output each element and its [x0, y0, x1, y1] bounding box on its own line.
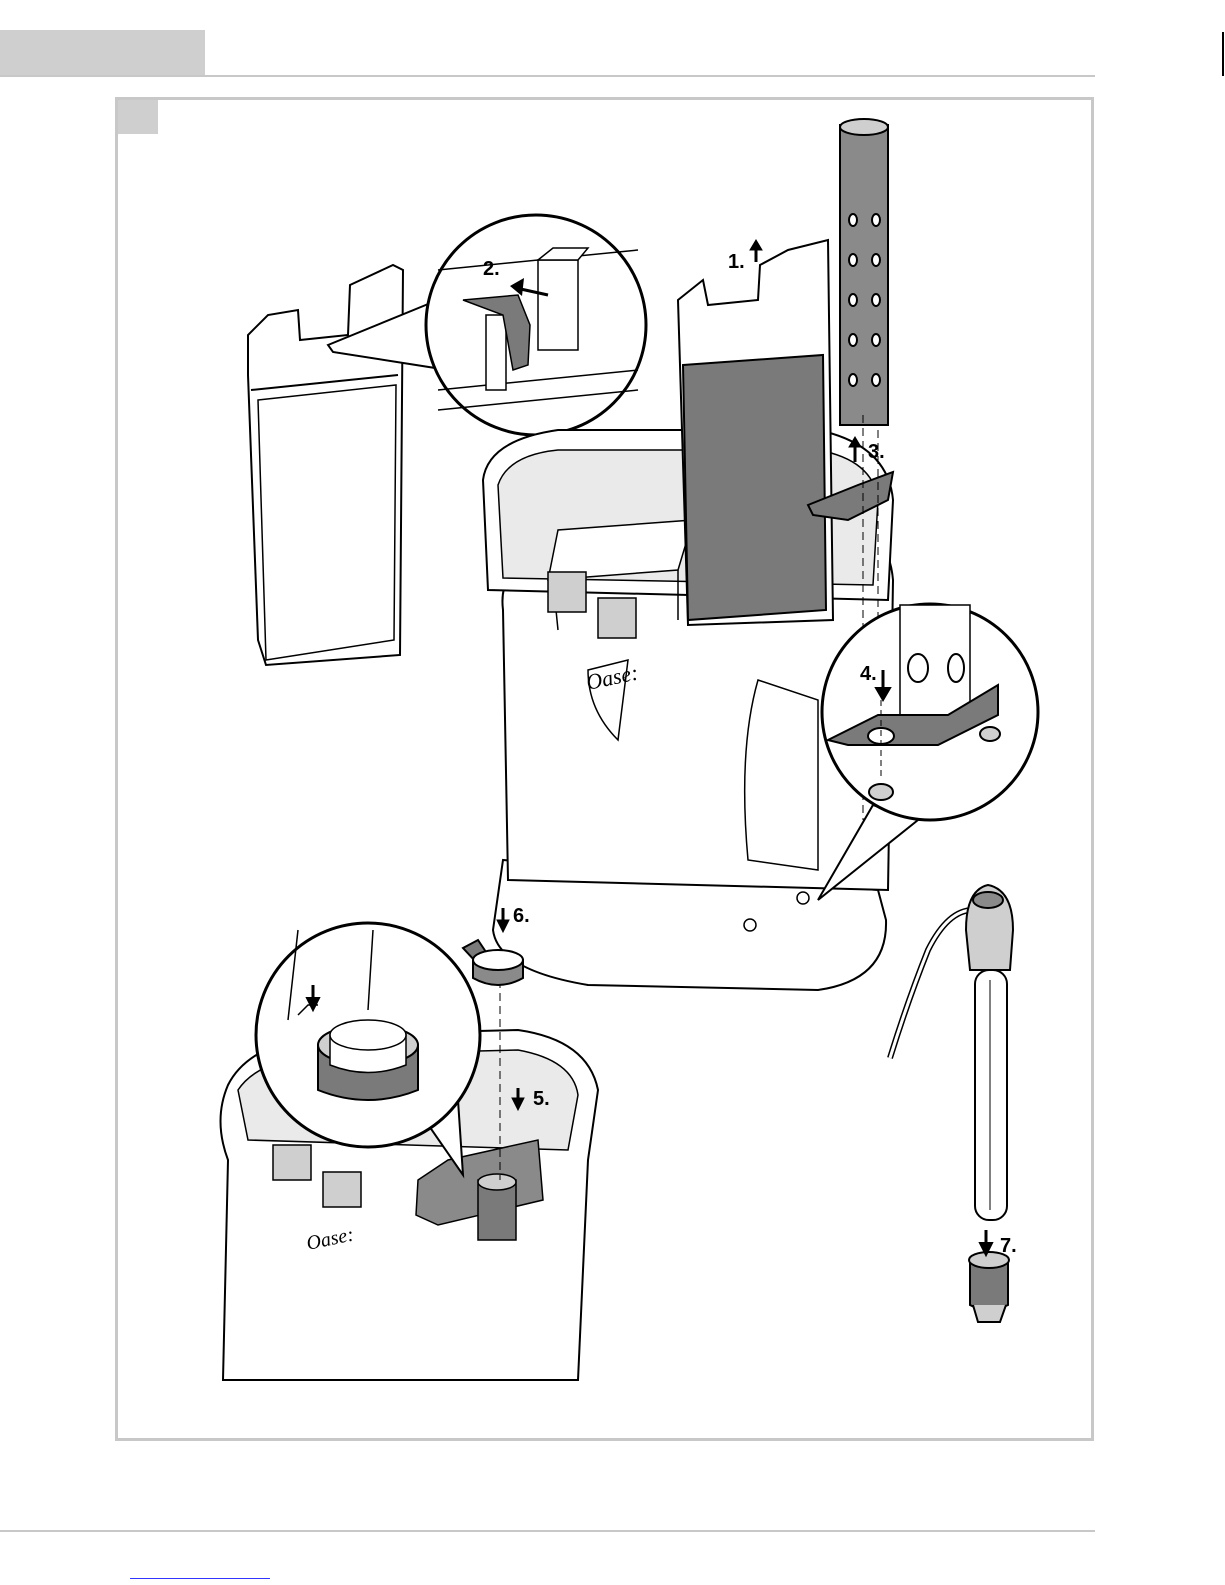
header-edge-mark [1222, 32, 1224, 76]
filter-panel-inserted [678, 240, 833, 625]
step-label-2: 2. [483, 258, 500, 280]
uv-lamp [890, 885, 1013, 1322]
step-label-7: 7. [1000, 1235, 1017, 1257]
step-label-4: 4. [860, 663, 877, 685]
header-tab [0, 30, 205, 76]
step-label-6: 6. [513, 905, 530, 927]
step-label-3: 3. [868, 441, 885, 463]
step-label-1: 1. [728, 251, 745, 273]
header-rule [0, 75, 1095, 77]
detail-circle-4 [818, 604, 1038, 900]
footer-rule [0, 1530, 1095, 1532]
footer-link-underline[interactable] [130, 1578, 270, 1579]
step-label-5: 5. [533, 1088, 550, 1110]
assembly-illustration: Oase: [118, 100, 1090, 1437]
